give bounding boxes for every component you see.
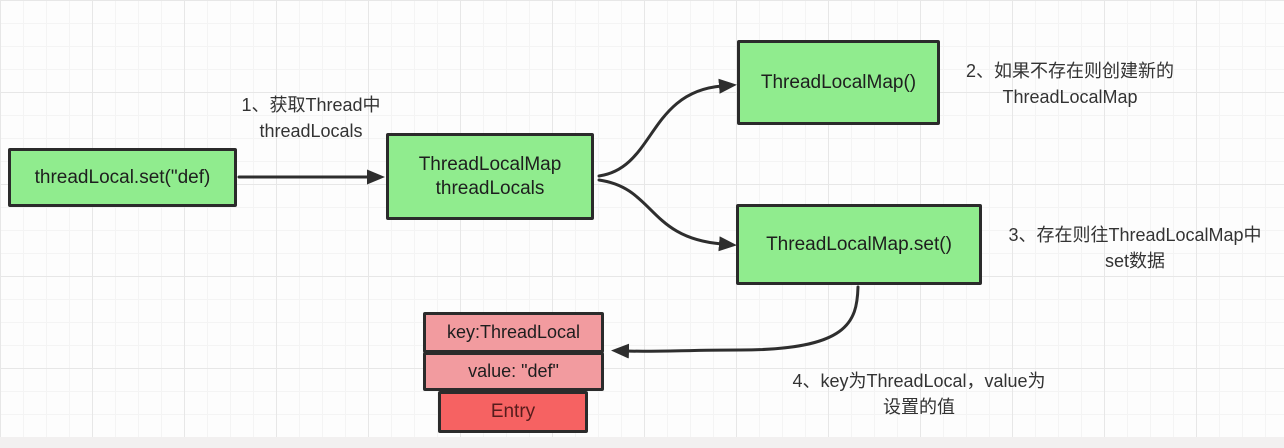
node-threadlocalmap-threadlocals: ThreadLocalMap threadLocals [386, 133, 594, 220]
node-entry-key-label: key:ThreadLocal [446, 322, 581, 343]
arrow-threadlocals-to-new-map [597, 78, 737, 178]
bottom-edge-strip [0, 437, 1284, 448]
annotation-step-2: 2、如果不存在则创建新的 ThreadLocalMap [950, 58, 1190, 110]
node-entry-key: key:ThreadLocal [423, 312, 604, 353]
node-entry-value: value: "def" [423, 352, 604, 391]
annotation-step-4-line2: 设置的值 [883, 397, 955, 417]
node-entry-value-label: value: "def" [468, 361, 559, 382]
node-threadlocalmap-line1: ThreadLocalMap [418, 153, 562, 175]
node-threadlocalmap-set-label: ThreadLocalMap.set() [766, 233, 952, 255]
node-threadlocal-set-label: threadLocal.set("def) [34, 166, 211, 188]
node-new-threadlocalmap-label: ThreadLocalMap() [760, 71, 917, 93]
annotation-step-3-line2: set数据 [1104, 251, 1165, 271]
annotation-step-3-line1: 3、存在则往ThreadLocalMap中 [1008, 225, 1262, 245]
annotation-step-1-line2: threadLocals [259, 121, 363, 141]
node-entry: Entry [438, 391, 588, 433]
node-entry-label: Entry [490, 401, 536, 423]
annotation-step-3: 3、存在则往ThreadLocalMap中 set数据 [986, 222, 1284, 274]
node-threadlocalmap-set: ThreadLocalMap.set() [736, 204, 982, 285]
arrow-map-set-to-entry [611, 285, 860, 359]
annotation-step-1-line1: 1、获取Thread中 [241, 95, 381, 115]
annotation-step-2-line2: ThreadLocalMap [1002, 87, 1138, 107]
annotation-step-1: 1、获取Thread中 threadLocals [218, 92, 404, 144]
arrow-threadlocals-to-map-set [597, 178, 737, 252]
node-threadlocalmap-line2: threadLocals [435, 177, 545, 199]
annotation-step-2-line1: 2、如果不存在则创建新的 [965, 61, 1174, 81]
node-threadlocal-set: threadLocal.set("def) [8, 148, 237, 207]
annotation-step-4-line1: 4、key为ThreadLocal，value为 [792, 371, 1046, 391]
annotation-step-4: 4、key为ThreadLocal，value为 设置的值 [766, 368, 1072, 420]
node-new-threadlocalmap: ThreadLocalMap() [737, 40, 940, 125]
